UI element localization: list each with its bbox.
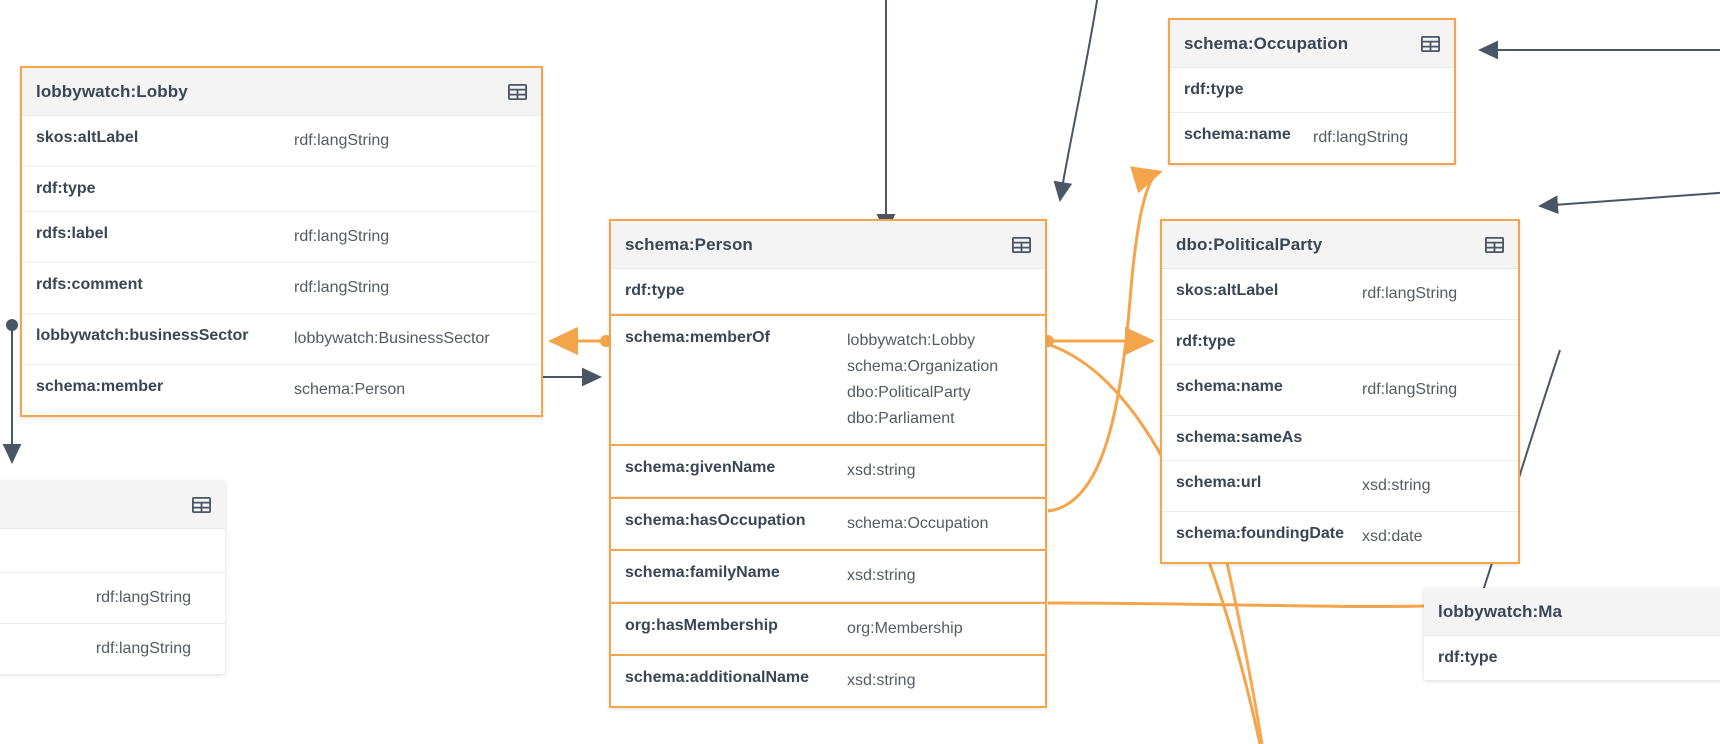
table-row-highlighted[interactable]: schema:hasOccupation schema:Occupation	[609, 497, 1047, 551]
table-row[interactable]: schema:name rdf:langString	[1162, 365, 1518, 416]
table-row[interactable]: rdf:langString	[0, 573, 225, 624]
row-property: schema:url	[1176, 474, 1262, 491]
row-range	[1362, 416, 1372, 440]
table-row-highlighted[interactable]: org:hasMembership org:Membership	[609, 602, 1047, 656]
node-lobbywatch-lobby[interactable]: lobbywatch:Lobby skos:altLabel rdf:langSt…	[20, 66, 543, 417]
node-header[interactable]: schema:Person	[611, 221, 1045, 269]
row-range	[1313, 68, 1323, 92]
row-property: rdf:type	[625, 282, 685, 299]
node-title: lobbywatch:Ma	[1438, 601, 1563, 621]
node-header[interactable]: lobbywatch:Ma	[1424, 588, 1720, 636]
row-property: schema:sameAs	[1176, 429, 1303, 446]
row-property: schema:name	[1176, 378, 1283, 395]
table-row[interactable]: rdf:type	[1170, 68, 1454, 113]
row-property	[0, 624, 55, 648]
node-title: schema:Occupation	[1184, 33, 1349, 53]
table-row-highlighted[interactable]: schema:memberOf lobbywatch:Lobby schema:O…	[609, 314, 1047, 446]
row-range: rdf:langString	[1362, 285, 1458, 302]
node-lobbywatch-mandate[interactable]: lobbywatch:Ma rdf:type	[1424, 588, 1720, 680]
row-range: xsd:string	[847, 672, 916, 689]
table-row[interactable]: rdfs:comment rdf:langString	[22, 263, 541, 314]
row-range: xsd:string	[847, 567, 916, 584]
node-clipped-bottom-left[interactable]: rdf:langString rdf:langString	[0, 481, 225, 674]
table-row[interactable]: schema:sameAs	[1162, 416, 1518, 461]
node-dbo-politicalparty[interactable]: dbo:PoliticalParty skos:altLabel rdf:lang…	[1160, 219, 1520, 564]
row-range: rdf:langString	[1362, 381, 1458, 398]
node-title: schema:Person	[625, 234, 753, 254]
row-property: rdfs:comment	[36, 276, 143, 293]
table-row[interactable]: schema:foundingDate xsd:date	[1162, 512, 1518, 562]
table-row[interactable]: schema:familyName xsd:string	[611, 551, 1045, 602]
row-range: rdf:langString	[95, 589, 191, 606]
row-property: rdf:type	[1184, 81, 1244, 98]
row-range: rdf:langString	[294, 132, 390, 149]
row-property: schema:givenName	[625, 459, 776, 476]
row-range	[294, 167, 304, 191]
node-header[interactable]	[0, 481, 225, 529]
table-icon[interactable]	[1012, 236, 1031, 253]
table-row[interactable]: skos:altLabel rdf:langString	[1162, 269, 1518, 320]
row-property: schema:additionalName	[625, 669, 810, 686]
table-row[interactable]: rdf:type	[611, 269, 1045, 314]
table-row[interactable]: schema:additionalName xsd:string	[611, 656, 1045, 706]
row-range	[847, 269, 857, 293]
table-icon[interactable]	[1421, 35, 1440, 52]
row-range: lobbywatch:BusinessSector	[294, 330, 490, 347]
table-icon[interactable]	[192, 496, 211, 513]
row-property: schema:memberOf	[625, 329, 770, 346]
table-row[interactable]: schema:givenName xsd:string	[611, 446, 1045, 497]
node-schema-person[interactable]: schema:Person rdf:type schema:memberOf lo…	[609, 219, 1047, 708]
table-row[interactable]: rdfs:label rdf:langString	[22, 212, 541, 263]
row-property: org:hasMembership	[625, 617, 778, 634]
node-title: dbo:PoliticalParty	[1176, 234, 1323, 254]
row-property	[0, 529, 55, 553]
table-row[interactable]: schema:url xsd:string	[1162, 461, 1518, 512]
table-row[interactable]: rdf:type	[1424, 636, 1720, 680]
table-row[interactable]: schema:member schema:Person	[22, 365, 541, 415]
row-property	[0, 573, 55, 597]
table-row[interactable]: rdf:type	[1162, 320, 1518, 365]
row-property: rdf:type	[1176, 333, 1236, 350]
table-row[interactable]: schema:name rdf:langString	[1170, 113, 1454, 163]
node-header[interactable]: schema:Occupation	[1170, 20, 1454, 68]
row-range: rdf:langString	[95, 640, 191, 657]
node-schema-occupation[interactable]: schema:Occupation rdf:type schema:name rd…	[1168, 18, 1456, 165]
row-range: schema:Occupation	[847, 515, 989, 532]
row-property: schema:hasOccupation	[625, 512, 806, 529]
row-range: xsd:date	[1362, 528, 1423, 545]
row-range	[55, 529, 205, 553]
table-row[interactable]: rdf:langString	[0, 624, 225, 674]
node-header[interactable]: lobbywatch:Lobby	[22, 68, 541, 116]
table-row[interactable]: rdf:type	[22, 167, 541, 212]
table-row[interactable]	[0, 529, 225, 573]
row-range: org:Membership	[847, 620, 963, 637]
row-property: schema:familyName	[625, 564, 780, 581]
row-range: lobbywatch:Lobby schema:Organization dbo…	[847, 332, 999, 427]
table-icon[interactable]	[508, 83, 527, 100]
row-range: xsd:string	[847, 462, 916, 479]
row-range: rdf:langString	[294, 279, 390, 296]
table-icon[interactable]	[1485, 236, 1504, 253]
row-property: skos:altLabel	[1176, 282, 1279, 299]
row-range	[1362, 320, 1372, 344]
row-property: schema:name	[1184, 126, 1291, 143]
table-row[interactable]: lobbywatch:businessSector lobbywatch:Busi…	[22, 314, 541, 365]
node-title: lobbywatch:Lobby	[36, 81, 188, 101]
row-property: schema:foundingDate	[1176, 525, 1345, 542]
row-range: rdf:langString	[294, 228, 390, 245]
row-property: rdfs:label	[36, 225, 109, 242]
row-range: xsd:string	[1362, 477, 1431, 494]
row-range: schema:Person	[294, 381, 406, 398]
row-property: lobbywatch:businessSector	[36, 327, 249, 344]
row-property: schema:member	[36, 378, 164, 395]
row-property: skos:altLabel	[36, 129, 139, 146]
row-property: rdf:type	[1438, 649, 1498, 666]
row-range	[1624, 636, 1634, 660]
row-property: rdf:type	[36, 180, 96, 197]
node-header[interactable]: dbo:PoliticalParty	[1162, 221, 1518, 269]
row-range: rdf:langString	[1313, 129, 1409, 146]
table-row[interactable]: skos:altLabel rdf:langString	[22, 116, 541, 167]
